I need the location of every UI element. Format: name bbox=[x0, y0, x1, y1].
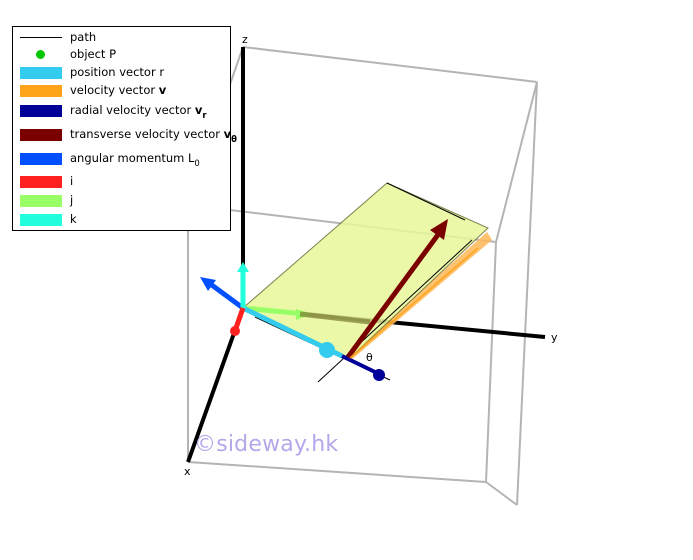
box-edge bbox=[187, 461, 487, 483]
legend-swatch-path bbox=[20, 37, 62, 38]
legend-swatch-angular bbox=[20, 153, 62, 165]
legend-item-i: i bbox=[20, 174, 230, 190]
legend: path object P position vector r velocity ve… bbox=[12, 26, 237, 231]
legend-swatch-transverse bbox=[20, 129, 62, 141]
legend-label-path: path bbox=[70, 30, 97, 44]
legend-label-j: j bbox=[70, 193, 74, 207]
legend-label-radial: radial velocity vector vr bbox=[70, 103, 207, 121]
plane-edge bbox=[386, 182, 466, 221]
watermark: ©sideway.hk bbox=[194, 432, 339, 457]
legend-item-k: k bbox=[20, 212, 230, 228]
velocity-vector bbox=[349, 247, 479, 359]
x-axis-label: x bbox=[184, 465, 191, 478]
legend-label-angular: angular momentum L0 bbox=[70, 151, 200, 169]
transverse-velocity-vector bbox=[345, 230, 443, 359]
y-shadow bbox=[299, 311, 371, 325]
k-arrow-head bbox=[237, 262, 249, 272]
legend-swatch-j bbox=[20, 195, 62, 207]
box-edge bbox=[516, 81, 538, 506]
legend-item-radial: radial velocity vector vr bbox=[20, 103, 230, 121]
legend-swatch-radial bbox=[20, 105, 62, 117]
i-arrow-head bbox=[230, 326, 240, 336]
legend-label-transverse: transverse velocity vector vθ bbox=[70, 127, 237, 145]
legend-label-position: position vector r bbox=[70, 65, 165, 79]
legend-item-angular: angular momentum L0 bbox=[20, 151, 230, 169]
angular-momentum-head bbox=[200, 277, 216, 291]
legend-swatch-k bbox=[20, 214, 62, 226]
box-edge bbox=[485, 481, 518, 506]
box-edge bbox=[485, 241, 497, 483]
position-vector-joint bbox=[319, 342, 335, 358]
radial-velocity-vector bbox=[341, 354, 376, 374]
box-edge bbox=[242, 46, 538, 83]
theta-label: θ bbox=[366, 351, 373, 364]
legend-swatch-object bbox=[36, 50, 45, 59]
j-vector bbox=[242, 305, 306, 317]
legend-swatch-position bbox=[20, 67, 62, 79]
box-edge bbox=[495, 81, 538, 243]
legend-label-i: i bbox=[70, 174, 74, 188]
legend-swatch-i bbox=[20, 176, 62, 188]
velocity-plane bbox=[346, 232, 492, 361]
angular-momentum-vector bbox=[207, 280, 245, 311]
transverse-velocity-head bbox=[430, 219, 448, 240]
legend-item-position: position vector r bbox=[20, 65, 230, 81]
bounding-box bbox=[187, 46, 538, 506]
i-vector bbox=[233, 307, 246, 329]
radial-velocity-head bbox=[373, 369, 385, 381]
legend-label-object: object P bbox=[70, 47, 117, 61]
legend-label-velocity: velocity vector v bbox=[70, 83, 167, 97]
legend-item-j: j bbox=[20, 193, 230, 209]
legend-item-velocity: velocity vector v bbox=[20, 83, 230, 99]
legend-item-transverse: transverse velocity vector vθ bbox=[20, 127, 237, 145]
legend-item-path: path bbox=[20, 30, 230, 46]
legend-item-object: object P bbox=[20, 47, 230, 63]
z-axis-label: z bbox=[242, 33, 248, 46]
y-axis-label: y bbox=[551, 331, 558, 344]
legend-label-k: k bbox=[70, 212, 77, 226]
legend-swatch-velocity bbox=[20, 85, 62, 97]
